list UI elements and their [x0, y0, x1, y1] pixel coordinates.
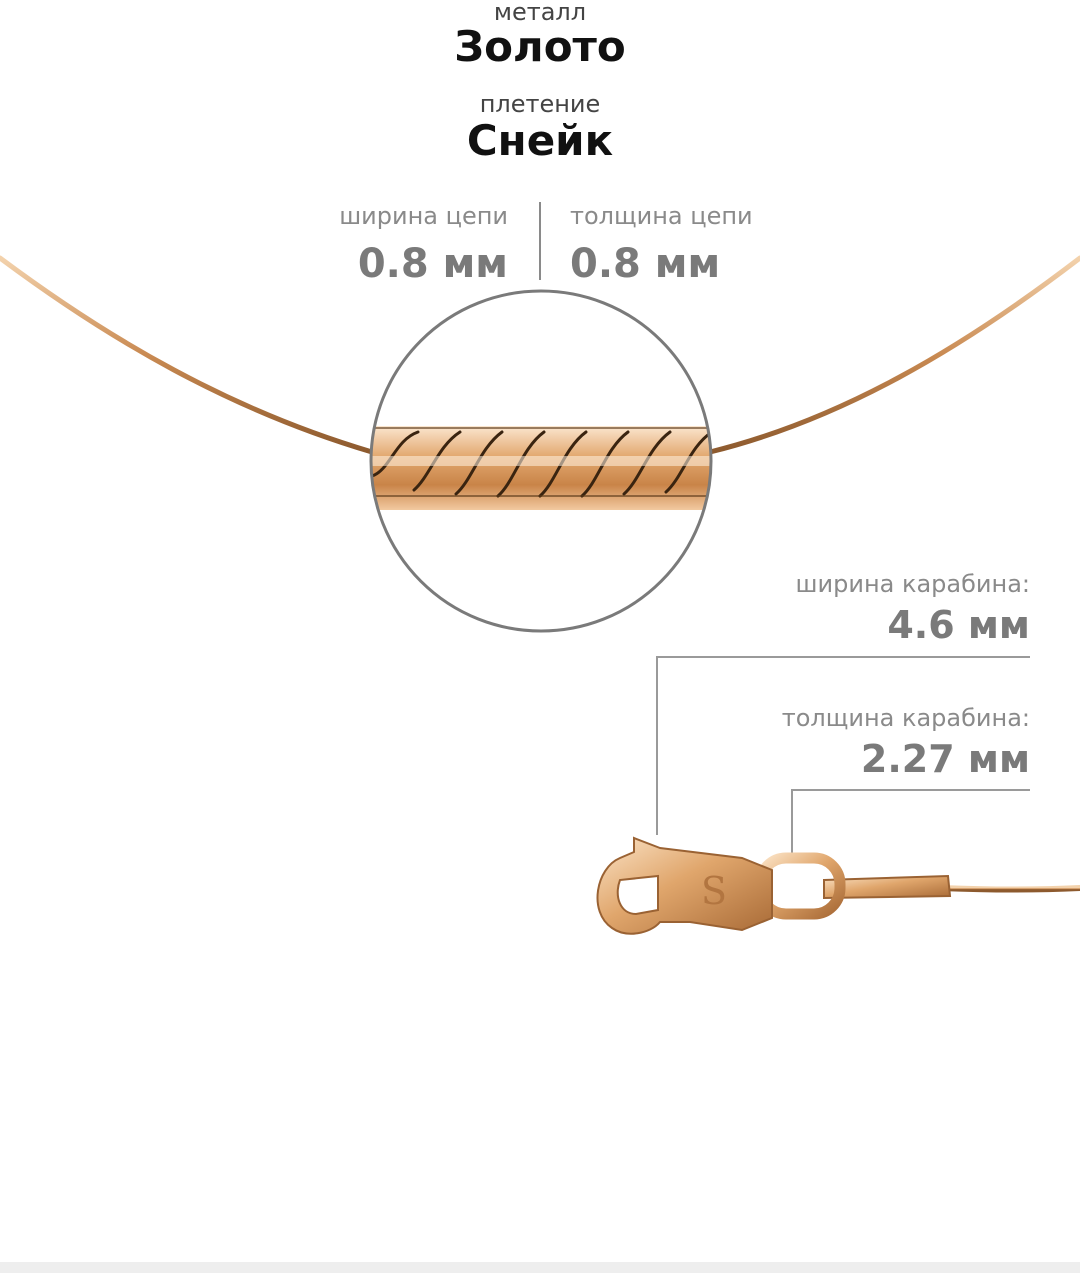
- clasp-width-value: 4.6 мм: [887, 603, 1030, 647]
- metal-label: металл: [493, 0, 587, 26]
- chain-width-label: ширина цепи: [339, 202, 508, 230]
- weave-label: плетение: [479, 90, 601, 118]
- lobster-clasp: S: [596, 836, 1080, 935]
- chain-thickness-label: толщина цепи: [570, 202, 753, 230]
- zoomed-chain: [371, 426, 711, 510]
- clasp-width-leader: [656, 656, 1030, 835]
- zoom-magnifier: [369, 289, 713, 633]
- clasp-thickness-value: 2.27 мм: [860, 737, 1030, 781]
- chain-wire-clasp: [937, 885, 1080, 893]
- chain-wire-right: [707, 255, 1080, 455]
- bottom-edge: [0, 1262, 1080, 1273]
- weave-value: Снейк: [466, 116, 614, 165]
- chain-thickness-value: 0.8 мм: [570, 241, 721, 287]
- clasp-thickness-label: толщина карабина:: [781, 704, 1030, 732]
- clasp-thickness-leader: [791, 789, 1030, 858]
- metal-value: Золото: [454, 22, 626, 71]
- clasp-logo-letter: S: [701, 869, 727, 913]
- clasp-width-label: ширина карабина:: [795, 570, 1030, 598]
- chain-wire-left: [0, 255, 375, 455]
- chain-width-value: 0.8 мм: [357, 241, 508, 287]
